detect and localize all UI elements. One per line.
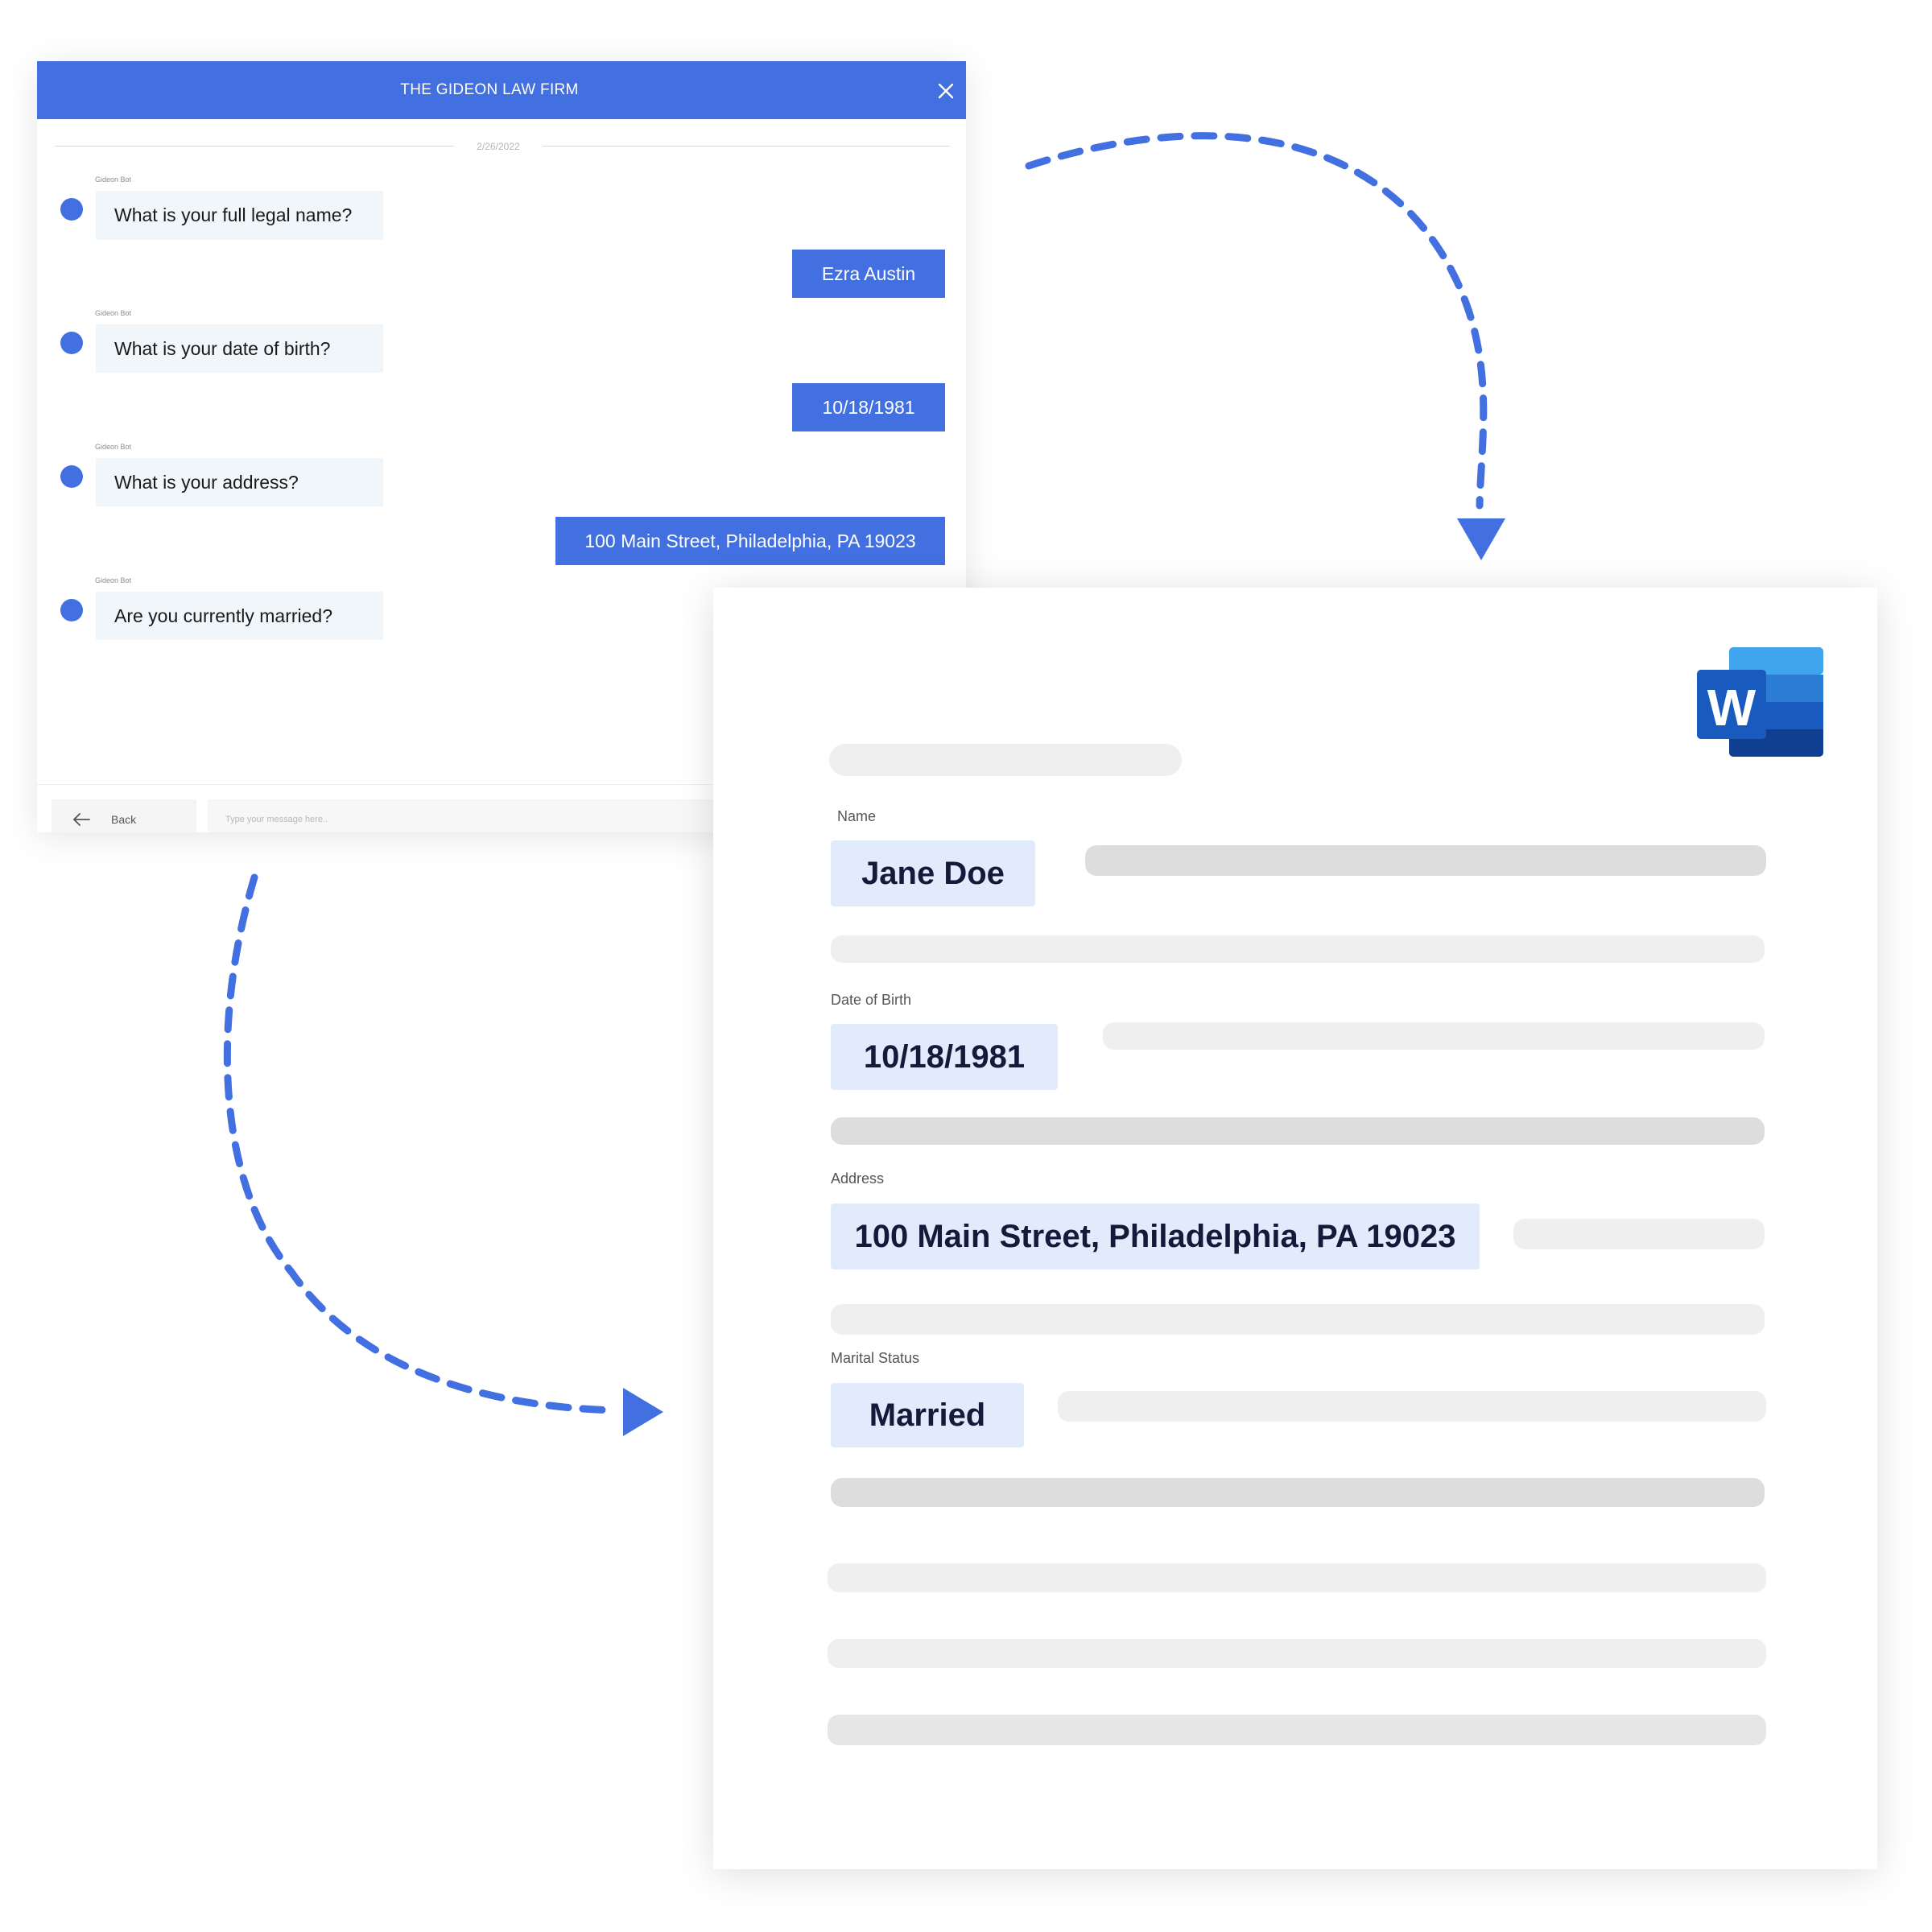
chat-window: THE GIDEON LAW FIRM 2/26/2022 Gideon Bot… xyxy=(37,61,966,832)
text-line-placeholder xyxy=(1058,1391,1766,1422)
bot-name: Gideon Bot xyxy=(95,309,132,317)
microsoft-word-icon: W xyxy=(1697,647,1823,757)
text-line-placeholder xyxy=(1513,1219,1765,1249)
back-arrow-icon xyxy=(73,813,90,826)
user-reply[interactable]: Ezra Austin xyxy=(792,250,945,298)
field-label-name: Name xyxy=(837,808,877,824)
field-value-dob[interactable]: 10/18/1981 xyxy=(831,1024,1058,1090)
field-label-marital-status: Marital Status xyxy=(831,1350,920,1366)
chat-header: THE GIDEON LAW FIRM xyxy=(37,61,966,119)
word-document: W Name Jane Doe Date of Birth 10/18/1981… xyxy=(713,588,1877,1869)
chat-date: 2/26/2022 xyxy=(477,141,520,152)
bot-name: Gideon Bot xyxy=(95,576,132,584)
chat-title: THE GIDEON LAW FIRM xyxy=(400,81,579,98)
text-line-placeholder xyxy=(1085,845,1766,876)
bot-name: Gideon Bot xyxy=(95,175,132,184)
back-button[interactable]: Back xyxy=(52,799,196,832)
text-line-placeholder xyxy=(831,1304,1765,1335)
text-line-placeholder xyxy=(828,1715,1766,1745)
user-reply[interactable]: 100 Main Street, Philadelphia, PA 19023 xyxy=(555,517,945,565)
bot-avatar xyxy=(60,465,83,488)
bot-message: Are you currently married? xyxy=(96,592,383,640)
date-divider: 2/26/2022 xyxy=(55,137,950,156)
text-line-placeholder xyxy=(831,935,1765,963)
text-line-placeholder xyxy=(831,1117,1765,1145)
bot-avatar xyxy=(60,198,83,221)
field-label-dob: Date of Birth xyxy=(831,992,912,1008)
field-label-address: Address xyxy=(831,1170,885,1187)
close-icon[interactable] xyxy=(937,82,955,100)
bot-avatar xyxy=(60,599,83,621)
bot-message: What is your address? xyxy=(96,458,383,506)
back-label: Back xyxy=(111,813,137,826)
text-line-placeholder xyxy=(831,1478,1765,1507)
arrow-chat-to-document-bottom xyxy=(223,873,663,1436)
arrow-chat-to-document-top xyxy=(1025,132,1505,560)
field-value-name[interactable]: Jane Doe xyxy=(831,840,1035,906)
text-line-placeholder xyxy=(828,1639,1766,1668)
divider-line xyxy=(55,146,454,147)
field-value-address[interactable]: 100 Main Street, Philadelphia, PA 19023 xyxy=(831,1203,1480,1269)
divider-line xyxy=(543,146,950,147)
field-value-marital-status[interactable]: Married xyxy=(831,1383,1024,1447)
document-title-placeholder xyxy=(829,744,1182,776)
bot-message: What is your full legal name? xyxy=(96,191,383,240)
user-reply[interactable]: 10/18/1981 xyxy=(792,383,945,431)
bot-message: What is your date of birth? xyxy=(96,324,383,373)
bot-avatar xyxy=(60,332,83,354)
text-line-placeholder xyxy=(1103,1022,1765,1050)
word-logo-letter: W xyxy=(1707,679,1757,737)
bot-name: Gideon Bot xyxy=(95,443,132,451)
text-line-placeholder xyxy=(828,1563,1766,1592)
